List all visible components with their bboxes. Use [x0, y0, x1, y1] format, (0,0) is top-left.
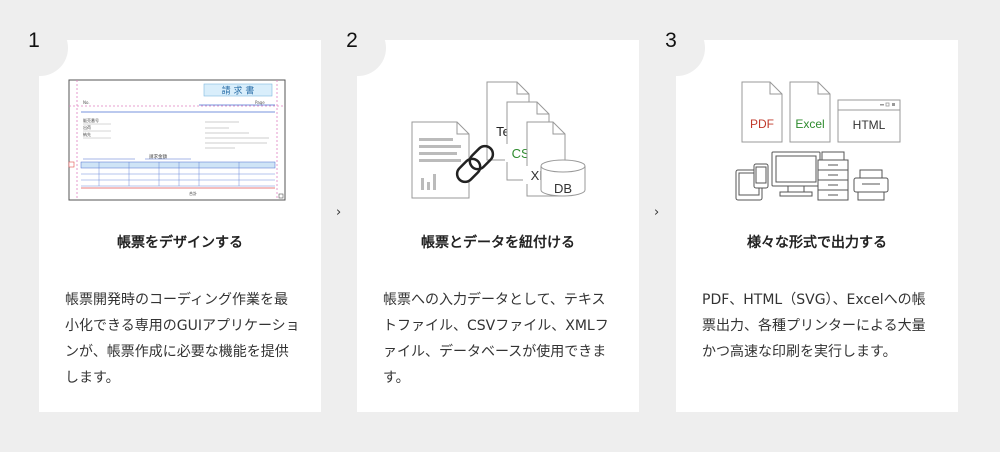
step-number-badge: 2	[330, 20, 386, 76]
step-card-2: Text CSV XML DB 帳票とデータを紐付ける 帳票への入力データとして…	[357, 40, 639, 412]
mock-total-label: 合計	[189, 190, 197, 196]
step-description: 帳票への入力データとして、テキストファイル、CSVファイル、XMLファイル、デー…	[383, 292, 609, 386]
step-number-badge: 1	[12, 20, 68, 76]
phone-icon	[753, 163, 769, 189]
step-description: PDF、HTML（SVG）、Excelへの帳票出力、各種プリンターによる大量かつ…	[702, 292, 926, 360]
invoice-heading: 請 求 書	[222, 85, 255, 97]
mock-subtotal-label: 請求金額	[149, 153, 167, 160]
output-formats-illustration: PDF Excel HTML	[735, 81, 901, 201]
mock-line-2: 納先	[83, 131, 91, 137]
step-title: 帳票をデザインする	[117, 235, 243, 251]
data-binding-illustration: Text CSV XML DB	[411, 81, 586, 199]
form-designer-illustration: 請 求 書 No. Page 販売番号 出荷 納先 請求金額	[68, 79, 286, 201]
mock-line-1: 出荷	[83, 124, 91, 130]
step-number-badge: 3	[649, 20, 705, 76]
excel-label: Excel	[795, 117, 824, 131]
invoice-page-label: Page	[255, 100, 265, 105]
step-description: 帳票開発時のコーディング作業を最小化できる専用のGUIアプリケーションが、帳票作…	[65, 292, 300, 386]
chevron-right-icon: ›	[336, 205, 342, 220]
desktop-printer-icon	[853, 169, 889, 201]
invoice-no-label: No.	[83, 100, 90, 105]
mock-line-0: 販売番号	[83, 117, 99, 123]
large-printer-icon	[817, 151, 849, 201]
step-card-3: PDF Excel HTML	[676, 40, 958, 412]
step-title: 様々な形式で出力する	[747, 235, 887, 251]
step-title: 帳票とデータを紐付ける	[421, 235, 575, 251]
chevron-right-icon: ›	[654, 205, 660, 220]
db-label: DB	[554, 181, 572, 196]
step-card-1: 請 求 書 No. Page 販売番号 出荷 納先 請求金額	[39, 40, 321, 412]
monitor-icon	[771, 151, 821, 197]
pdf-label: PDF	[750, 117, 774, 131]
html-label: HTML	[853, 118, 886, 132]
chain-link-icon	[455, 144, 495, 184]
